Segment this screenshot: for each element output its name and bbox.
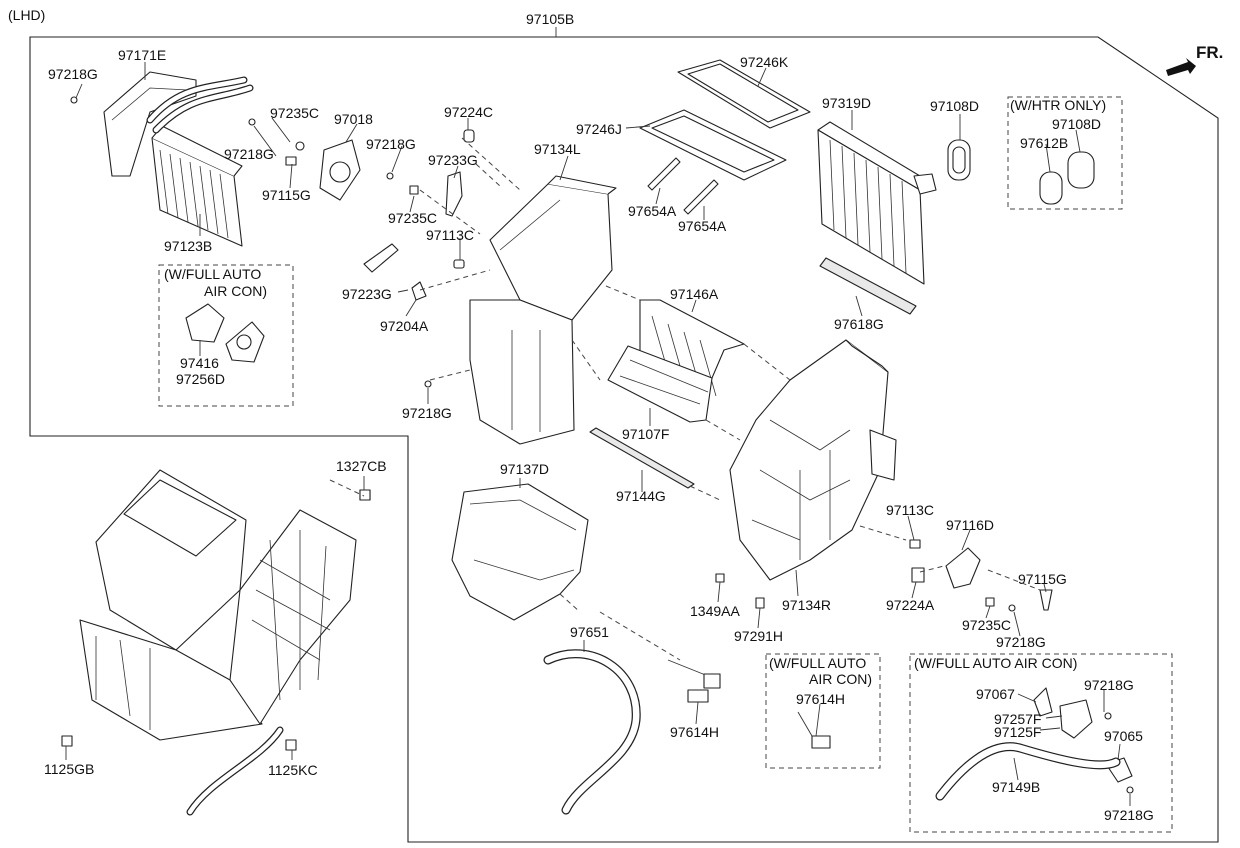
part-label-97218G: 97218G — [48, 66, 98, 82]
lower-case-drawing — [451, 483, 589, 621]
part-label-97137D: 97137D — [500, 461, 549, 477]
part-label-97218G: 97218G — [1084, 677, 1134, 693]
part-label-97116D: 97116D — [946, 517, 994, 533]
part-label-97651: 97651 — [570, 624, 609, 640]
full-auto-actuator-top-drawing — [185, 303, 265, 363]
part-label-97134R: 97134R — [782, 597, 831, 613]
filter-rods-drawing — [647, 157, 719, 215]
part-label-97018: 97018 — [334, 111, 373, 127]
air-filter-drawing — [639, 59, 811, 181]
variant-label: (LHD) — [8, 7, 45, 23]
left-case-drawing — [469, 175, 617, 445]
part-label-97618G: 97618G — [834, 316, 884, 332]
part-label-97224C: 97224C — [444, 104, 493, 120]
part-label-97256D: 97256D — [176, 371, 225, 387]
front-arrow-icon — [1166, 58, 1196, 76]
front-direction-label: FR. — [1196, 43, 1223, 62]
part-label-97319D: 97319D — [822, 95, 871, 111]
option-box-full-auto-bottom-label: (W/FULL AUTO AIR CON) — [914, 655, 1077, 671]
part-label-97235C: 97235C — [270, 105, 319, 121]
option-box-htr-only — [1007, 96, 1123, 210]
part-number-labels: 97171E 97218G 97235C 97018 97218G 97115G… — [44, 47, 1154, 823]
mode-doors-drawing — [589, 299, 745, 489]
part-label-97612B: 97612B — [1020, 135, 1068, 151]
part-label-97235C: 97235C — [962, 617, 1011, 633]
part-label-97614H: 97614H — [796, 691, 845, 707]
part-label-97171E: 97171E — [118, 47, 166, 63]
mode-actuator-drawing — [945, 547, 981, 589]
part-label-97115G: 97115G — [262, 187, 311, 203]
part-label-97115G: 97115G — [1018, 571, 1067, 587]
temp-actuator-drawing — [319, 139, 361, 201]
part-label-97067: 97067 — [976, 686, 1015, 702]
option-box-full-auto-bottom — [909, 653, 1173, 833]
part-label-97218G: 97218G — [224, 146, 274, 162]
part-label-1125GB: 1125GB — [44, 761, 94, 777]
option-box-full-auto-top-line1: (W/FULL AUTO — [164, 266, 261, 282]
part-label-97146A: 97146A — [670, 286, 719, 302]
part-label-97144G: 97144G — [616, 488, 666, 504]
part-label-97218G: 97218G — [402, 405, 452, 421]
sensor-drawing — [667, 659, 831, 749]
part-label-97218G: 97218G — [996, 634, 1046, 650]
heater-core-drawing — [146, 76, 254, 247]
gaskets-drawing — [947, 139, 1095, 205]
option-box-full-auto-top-line2: AIR CON) — [204, 283, 267, 299]
option-box-htr-only-label: (W/HTR ONLY) — [1010, 97, 1106, 113]
assembled-hvac-unit-drawing — [79, 469, 371, 816]
part-label-97107F: 97107F — [622, 426, 669, 442]
part-label-97246K: 97246K — [740, 54, 789, 70]
part-label-97123B: 97123B — [164, 238, 212, 254]
part-label-97218G: 97218G — [1104, 807, 1154, 823]
part-label-97125F: 97125F — [994, 724, 1041, 740]
part-label-97204A: 97204A — [380, 318, 429, 334]
option-box-full-auto-mid-line1: (W/FULL AUTO — [769, 655, 866, 671]
evaporator-seal-drawing — [819, 257, 917, 315]
part-label-97224A: 97224A — [886, 597, 935, 613]
part-label-97257F: 97257F — [994, 711, 1041, 727]
part-label-97235C: 97235C — [388, 210, 437, 226]
option-box-full-auto-top — [158, 264, 294, 407]
full-auto-bottom-parts-drawing — [935, 687, 1133, 801]
evaporator-core-drawing — [817, 121, 937, 285]
part-label-97108D: 97108D — [1052, 116, 1101, 132]
part-label-97416: 97416 — [180, 355, 219, 371]
part-label-97113C: 97113C — [886, 502, 934, 518]
part-label-97113C: 97113C — [426, 227, 474, 243]
part-label-97246J: 97246J — [576, 121, 622, 137]
part-label-97065: 97065 — [1104, 728, 1143, 744]
part-label-1327CB: 1327CB — [336, 458, 387, 474]
part-label-97614H: 97614H — [670, 724, 719, 740]
link-levers-drawing — [363, 171, 463, 301]
part-label-1349AA: 1349AA — [690, 603, 740, 619]
part-label-97108D: 97108D — [930, 98, 979, 114]
part-label-97134L: 97134L — [534, 141, 581, 157]
option-box-full-auto-mid — [765, 653, 881, 769]
part-label-97291H: 97291H — [734, 628, 783, 644]
assembly-boundary-frame — [29, 36, 1219, 843]
part-label-97654A: 97654A — [628, 203, 677, 219]
part-label-1125KC: 1125KC — [268, 762, 318, 778]
part-label-97149B: 97149B — [992, 779, 1040, 795]
part-label-97654A: 97654A — [678, 218, 727, 234]
right-case-drawing — [729, 339, 897, 581]
drain-hose-drawing — [543, 649, 641, 815]
part-label-97233G: 97233G — [428, 152, 478, 168]
assembly-guide-lines — [329, 137, 1041, 661]
assembly-part-number: 97105B — [526, 11, 574, 27]
option-box-full-auto-mid-line2: AIR CON) — [809, 671, 872, 687]
part-label-97223G: 97223G — [342, 286, 392, 302]
part-label-97218G: 97218G — [366, 136, 416, 152]
leader-lines — [65, 62, 1131, 806]
